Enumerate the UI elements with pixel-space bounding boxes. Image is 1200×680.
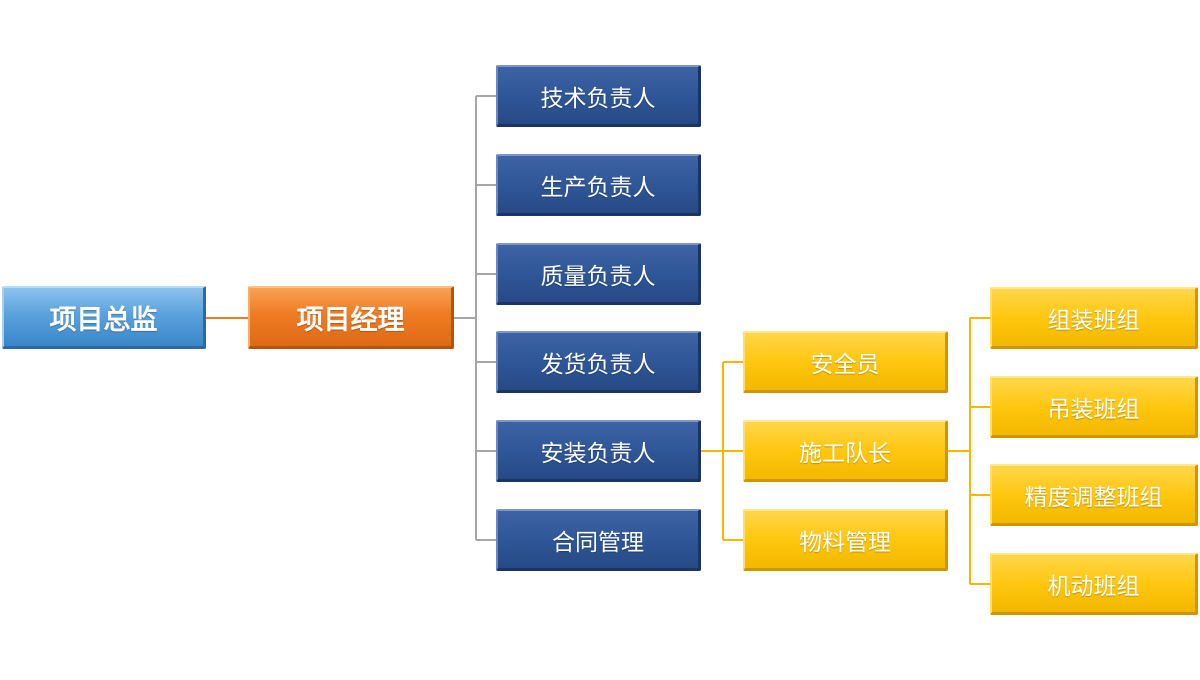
node-label: 技术负责人 xyxy=(540,85,656,112)
node-construction-captain[interactable]: 施工队长 xyxy=(743,420,948,482)
node-label: 吊装班组 xyxy=(1047,396,1140,423)
node-label: 合同管理 xyxy=(552,529,644,556)
node-precision-adjustment-team[interactable]: 精度调整班组 xyxy=(990,464,1198,526)
node-production-lead[interactable]: 生产负责人 xyxy=(496,154,701,216)
node-project-manager[interactable]: 项目经理 xyxy=(248,286,454,349)
node-label: 项目总监 xyxy=(49,304,158,336)
node-label: 组装班组 xyxy=(1047,307,1140,334)
node-label: 生产负责人 xyxy=(540,174,656,201)
node-material-management[interactable]: 物料管理 xyxy=(743,509,948,571)
node-technical-lead[interactable]: 技术负责人 xyxy=(496,65,701,127)
node-quality-lead[interactable]: 质量负责人 xyxy=(496,243,701,305)
node-label: 机动班组 xyxy=(1047,573,1140,600)
node-installation-lead[interactable]: 安装负责人 xyxy=(496,420,701,482)
node-label: 施工队长 xyxy=(799,440,891,467)
connector-install-lead-subs xyxy=(701,361,743,541)
node-project-director[interactable]: 项目总监 xyxy=(2,286,206,349)
connector-captain-teams xyxy=(948,317,990,585)
node-label: 项目经理 xyxy=(296,304,405,336)
node-label: 质量负责人 xyxy=(540,263,656,290)
connector-manager-leads xyxy=(454,95,496,541)
node-hoisting-team[interactable]: 吊装班组 xyxy=(990,376,1198,438)
node-safety-officer[interactable]: 安全员 xyxy=(743,331,948,393)
node-label: 安装负责人 xyxy=(540,440,656,467)
node-contract-management[interactable]: 合同管理 xyxy=(496,509,701,571)
node-assembly-team[interactable]: 组装班组 xyxy=(990,287,1198,349)
node-shipping-lead[interactable]: 发货负责人 xyxy=(496,331,701,393)
node-label: 物料管理 xyxy=(799,529,891,556)
node-label: 发货负责人 xyxy=(540,351,656,378)
node-mobile-team[interactable]: 机动班组 xyxy=(990,553,1198,615)
node-label: 安全员 xyxy=(810,351,880,378)
node-label: 精度调整班组 xyxy=(1024,484,1163,511)
